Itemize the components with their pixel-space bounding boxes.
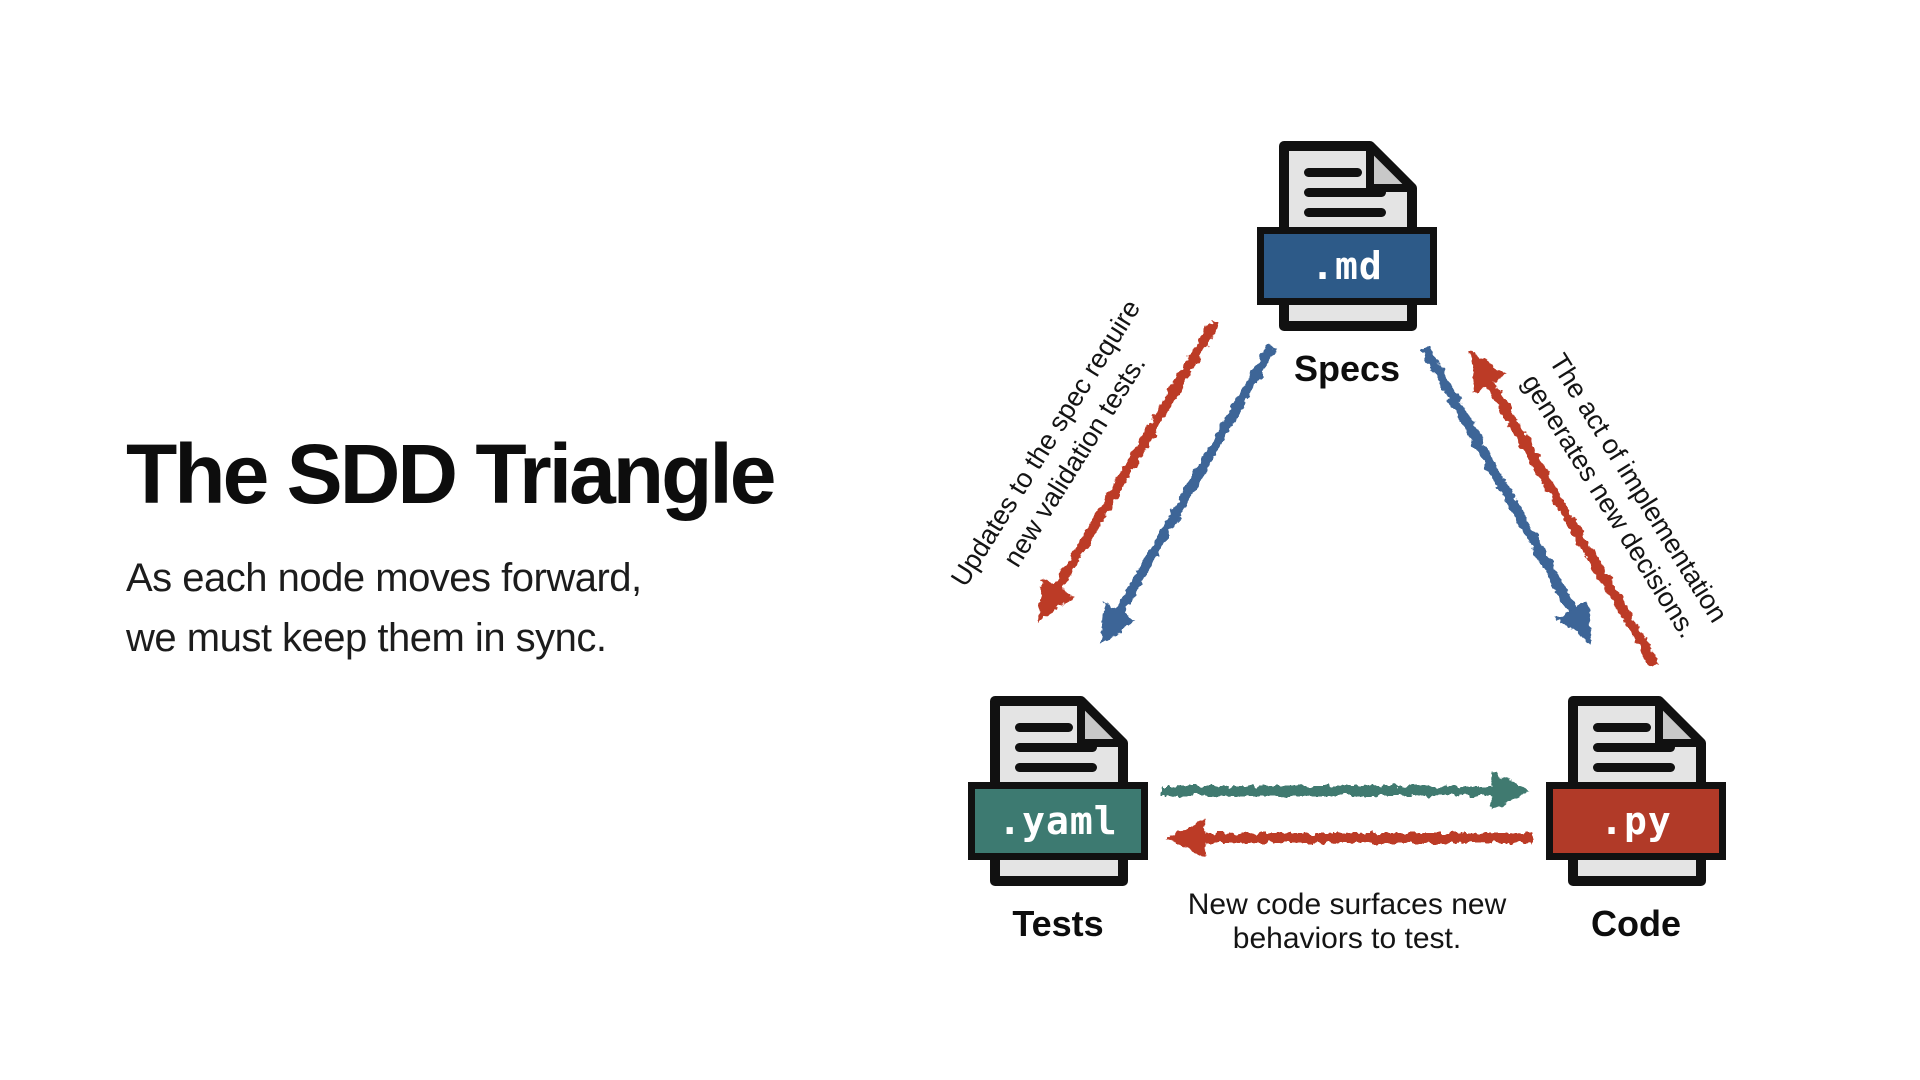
subtitle-line-1: As each node moves forward, xyxy=(126,556,642,600)
document-fold xyxy=(1077,697,1127,747)
file-extension-text: .md xyxy=(1311,244,1383,288)
file-extension-text: .py xyxy=(1600,799,1672,843)
file-extension-banner-py: .py xyxy=(1546,782,1726,860)
document-text-line xyxy=(1015,723,1073,732)
document-text-line xyxy=(1593,723,1651,732)
document-fold xyxy=(1655,697,1705,747)
edge-note-code-to-tests: New code surfaces new behaviors to test. xyxy=(1188,888,1507,956)
arrow-specs-to-tests-blue xyxy=(1100,343,1277,646)
document-text-line xyxy=(1015,743,1097,752)
document-text-line xyxy=(1015,763,1097,772)
subtitle-line-2: we must keep them in sync. xyxy=(126,616,607,660)
document-text-line xyxy=(1304,188,1386,197)
node-label-code: Code xyxy=(1591,903,1681,944)
edge-note-line: behaviors to test. xyxy=(1232,922,1462,955)
node-label-tests: Tests xyxy=(1012,903,1104,944)
page-title: The SDD Triangle xyxy=(126,427,776,521)
node-label-specs: Specs xyxy=(1293,348,1401,389)
file-extension-banner-yaml: .yaml xyxy=(968,782,1148,860)
arrow-specs-to-code-blue xyxy=(1420,345,1592,644)
node-code: .py Code xyxy=(1546,693,1726,953)
node-specs: .md Specs xyxy=(1257,138,1437,398)
node-tests: .yaml Tests xyxy=(968,693,1148,953)
document-text-line xyxy=(1304,208,1386,217)
arrow-code-to-specs-red xyxy=(1470,349,1660,668)
arrow-specs-to-tests-red xyxy=(1037,318,1221,622)
page-subtitle: As each node moves forward, we must keep… xyxy=(126,548,773,668)
intro-block: The SDD Triangle As each node moves forw… xyxy=(126,427,776,668)
edge-note-line: New code surfaces new xyxy=(1187,888,1507,921)
document-fold xyxy=(1366,142,1416,192)
document-text-line xyxy=(1593,743,1675,752)
document-text-line xyxy=(1593,763,1675,772)
file-extension-banner-md: .md xyxy=(1257,227,1437,305)
document-text-line xyxy=(1304,168,1362,177)
file-extension-text: .yaml xyxy=(998,799,1118,843)
